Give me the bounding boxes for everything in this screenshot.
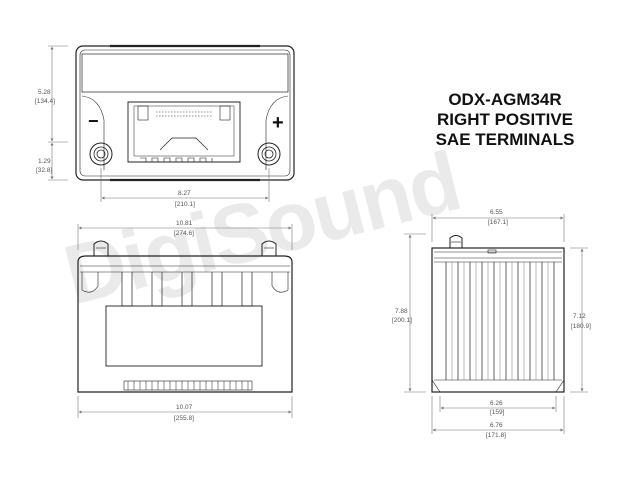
dim-overall-length-in: 10.81 — [176, 220, 193, 227]
dim-inner-width-in: 6.26 — [490, 400, 503, 407]
terminal-type: SAE TERMINALS — [435, 130, 575, 149]
dim-inner-width-mm: [159] — [490, 409, 505, 416]
side-terminal-post — [449, 235, 463, 248]
dim-top-width-in: 6.55 — [490, 209, 503, 216]
positive-terminal-post — [257, 142, 281, 166]
negative-terminal-post — [89, 142, 113, 166]
front-case — [77, 255, 293, 393]
dim-post-spacing-in: 8.27 — [178, 190, 191, 197]
dim-overall-length-mm: [274.6] — [174, 230, 194, 237]
dim-post-spacing-mm: [210.1] — [175, 201, 195, 208]
model-title: ODX-AGM34R — [448, 90, 562, 109]
side-case — [431, 247, 565, 393]
handle-recess — [127, 101, 241, 163]
top-label-panel — [81, 53, 289, 93]
dim-base-length-in: 10.07 — [176, 404, 193, 411]
dim-base-length-mm: [255.8] — [174, 415, 194, 422]
dim-case-height-mm: [200.1] — [392, 317, 412, 324]
top-view — [75, 44, 295, 182]
front-positive-post — [261, 240, 277, 256]
dim-top-height-mm: [134.4] — [35, 98, 55, 105]
front-negative-post — [93, 240, 109, 256]
dim-top-height-in: 5.28 — [38, 89, 51, 96]
dim-top-width-mm: [167.1] — [488, 219, 508, 226]
dim-post-height-mm: [32.8] — [36, 167, 52, 174]
dim-base-width-in: 6.76 — [490, 422, 503, 429]
negative-terminal-symbol: − — [88, 111, 99, 131]
dim-overall-height-mm: [180.9] — [571, 323, 591, 330]
side-view — [431, 235, 565, 393]
dim-post-height-in: 1.29 — [38, 158, 51, 165]
dim-base-width-mm: [171.8] — [486, 432, 506, 439]
dim-overall-height-in: 7.12 — [573, 313, 586, 320]
top-view-outline — [75, 45, 295, 181]
front-label-panel — [105, 305, 263, 367]
positive-terminal-symbol: + — [272, 112, 284, 134]
front-view — [77, 240, 293, 393]
dim-case-height-in: 7.88 — [395, 308, 408, 315]
terminal-orientation: RIGHT POSITIVE — [436, 110, 574, 129]
